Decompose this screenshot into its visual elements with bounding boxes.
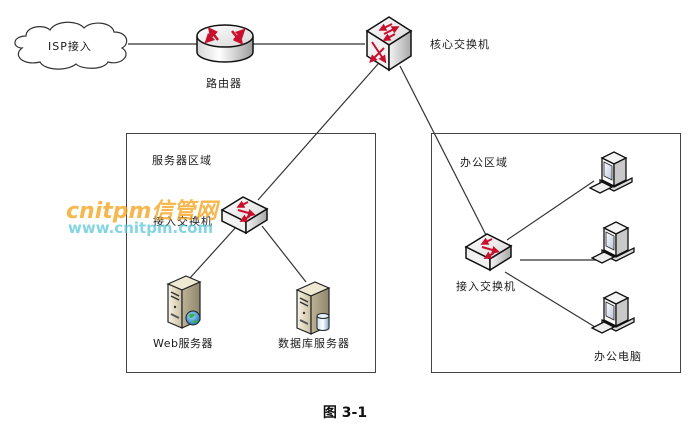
router-label: 路由器	[206, 77, 242, 90]
office-zone-label: 办公区域	[460, 156, 508, 169]
link-switch-db	[261, 225, 307, 283]
link-switch-pc3	[504, 271, 596, 328]
core-switch-label: 核心交换机	[430, 38, 490, 51]
web-server-icon	[166, 275, 202, 329]
office-pc-label: 办公电脑	[594, 350, 642, 363]
pc-icon-3	[590, 291, 635, 334]
link-switch-web	[189, 225, 238, 279]
watermark-brand: cnitpm信管网	[66, 199, 218, 224]
link-core-server-switch	[257, 63, 379, 201]
core-switch-icon	[365, 16, 413, 72]
office-access-switch-icon	[464, 233, 513, 272]
web-server-label: Web服务器	[153, 337, 213, 350]
link-switch-pc1	[506, 180, 595, 241]
server-access-switch-icon	[220, 196, 269, 235]
watermark-url: www.cnitpm.com	[68, 219, 214, 237]
isp-label: ISP接入	[48, 40, 92, 53]
server-zone-label: 服务器区域	[152, 154, 212, 167]
pc-icon-1	[588, 151, 633, 194]
connection-lines	[128, 43, 596, 328]
pc-icon-2	[590, 221, 635, 264]
figure-caption: 图 3-1	[322, 405, 368, 421]
router-icon	[196, 24, 254, 63]
server-zone-box	[126, 133, 376, 373]
office-zone-box	[431, 133, 681, 373]
cloud-icon	[14, 21, 128, 70]
database-server-icon	[295, 281, 331, 335]
link-core-office-switch	[399, 65, 488, 238]
db-server-label: 数据库服务器	[278, 337, 350, 350]
server-access-switch-label: 接入交换机	[153, 215, 213, 228]
office-access-switch-label: 接入交换机	[456, 280, 516, 293]
